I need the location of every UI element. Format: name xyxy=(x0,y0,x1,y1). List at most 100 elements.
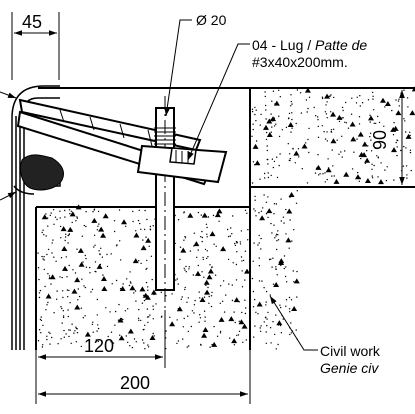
sand-dot xyxy=(97,210,100,213)
aggregate-mark xyxy=(285,237,292,243)
sand-dot xyxy=(406,97,409,99)
sand-dot xyxy=(323,131,325,133)
sand-dot xyxy=(252,128,254,131)
sand-dot xyxy=(271,232,273,234)
sand-dot xyxy=(54,216,57,218)
sand-dot xyxy=(211,291,213,294)
sand-dot xyxy=(59,217,61,219)
aggregate-mark xyxy=(209,231,216,237)
callout-civil-line1: Civil work xyxy=(320,343,381,359)
sand-dot xyxy=(74,272,77,274)
sand-dot xyxy=(149,229,152,231)
sand-dot xyxy=(377,176,379,178)
sand-dot xyxy=(344,121,346,124)
sand-dot xyxy=(85,257,87,260)
sand-dot xyxy=(297,148,300,150)
sand-dot xyxy=(403,145,405,148)
sand-dot xyxy=(275,233,278,235)
sand-dot xyxy=(307,138,309,141)
sand-dot xyxy=(338,153,340,155)
sand-dot xyxy=(367,99,370,101)
sand-dot xyxy=(89,266,91,269)
sand-dot xyxy=(184,286,186,289)
sand-dot xyxy=(97,225,99,227)
sand-dot xyxy=(94,261,97,263)
sand-dot xyxy=(272,257,274,259)
sand-dot xyxy=(135,341,137,343)
sand-dot xyxy=(214,274,217,276)
sand-dot xyxy=(82,317,85,319)
sand-dot xyxy=(321,96,324,98)
aggregate-mark xyxy=(180,247,187,253)
sand-dot xyxy=(148,316,150,318)
sand-dot xyxy=(288,159,290,161)
sand-dot xyxy=(258,242,260,244)
sand-dot xyxy=(60,338,62,340)
sand-dot xyxy=(373,164,375,167)
sand-dot xyxy=(331,149,333,151)
sand-dot xyxy=(371,175,373,177)
sand-dot xyxy=(77,299,79,301)
sand-dot xyxy=(80,345,83,348)
sand-dot xyxy=(274,237,276,239)
sand-dot xyxy=(327,158,329,160)
sand-dot xyxy=(96,314,99,316)
aggregate-mark xyxy=(145,237,152,243)
sand-dot xyxy=(361,102,364,104)
sand-dot xyxy=(73,332,75,334)
sand-dot xyxy=(71,221,73,224)
sand-dot xyxy=(285,126,288,129)
sand-dot xyxy=(106,253,108,256)
sand-dot xyxy=(238,320,240,322)
sand-dot xyxy=(271,158,274,160)
dim-overall-length-label: 200 xyxy=(120,373,150,393)
aggregate-mark xyxy=(409,110,415,116)
sand-dot xyxy=(260,210,263,212)
aggregate-mark xyxy=(84,331,91,337)
sand-dot xyxy=(206,250,208,252)
sand-dot xyxy=(66,289,69,291)
sand-dot xyxy=(308,151,310,154)
sand-dot xyxy=(330,111,332,113)
sand-dot xyxy=(235,279,238,281)
sand-dot xyxy=(133,338,136,340)
sand-dot xyxy=(317,116,319,118)
sand-dot xyxy=(270,222,272,225)
sand-dot xyxy=(212,214,215,217)
sand-dot xyxy=(308,127,310,130)
sand-dot xyxy=(223,311,226,313)
sand-dot xyxy=(406,174,408,176)
sand-dot xyxy=(279,96,281,98)
sand-dot xyxy=(340,151,342,153)
aggregate-mark xyxy=(204,289,211,295)
sand-dot xyxy=(280,306,282,309)
sand-dot xyxy=(64,236,67,238)
sand-dot xyxy=(122,283,124,285)
sand-dot xyxy=(213,325,215,328)
sand-dot xyxy=(326,101,328,103)
sand-dot xyxy=(93,209,95,211)
sand-dot xyxy=(397,100,400,102)
sand-dot xyxy=(244,250,247,252)
sand-dot xyxy=(277,343,279,346)
sand-dot xyxy=(324,181,326,183)
aggregate-mark xyxy=(377,179,384,185)
sand-dot xyxy=(62,315,65,317)
aggregate-mark xyxy=(207,268,214,274)
callout-diameter-leader xyxy=(164,19,192,117)
aggregate-mark xyxy=(350,136,357,142)
sand-dot xyxy=(290,332,292,334)
sand-dot xyxy=(294,162,296,164)
sand-dot xyxy=(105,307,107,309)
sand-dot xyxy=(317,136,320,138)
sand-dot xyxy=(106,265,109,268)
aggregate-mark xyxy=(218,316,225,322)
sand-dot xyxy=(344,150,346,152)
sand-dot xyxy=(287,143,289,145)
sand-dot xyxy=(298,156,300,158)
sand-dot xyxy=(409,149,412,151)
sand-dot xyxy=(155,303,157,305)
sand-dot xyxy=(114,324,116,326)
sand-dot xyxy=(69,329,71,331)
sand-dot xyxy=(49,332,51,335)
